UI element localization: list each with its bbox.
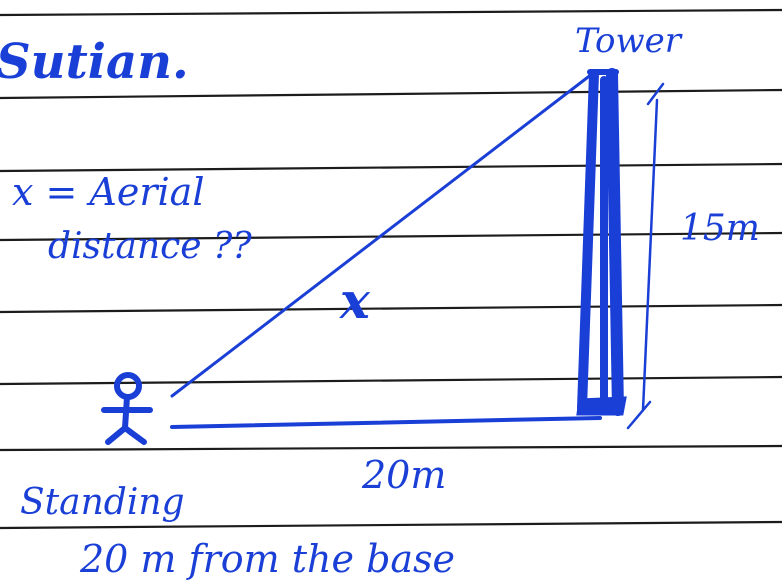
base-line xyxy=(170,416,602,429)
base-label: 20m xyxy=(361,453,446,497)
tower xyxy=(576,68,627,416)
height-dimension xyxy=(626,82,665,430)
tower-label: Tower xyxy=(575,21,683,61)
header-text: Sutian. xyxy=(0,34,189,90)
height-label: 15m xyxy=(680,208,760,249)
person-caption-line2: 20 m from the base xyxy=(79,537,455,581)
definition-line2: distance ?? xyxy=(48,226,252,267)
definition-line1: x = Aerial xyxy=(12,170,205,214)
hypotenuse-label: x xyxy=(339,271,371,330)
stick-figure-icon xyxy=(101,372,153,445)
person-caption-line1: Standing xyxy=(20,482,185,523)
hypotenuse-line xyxy=(170,72,594,398)
ruled-lines xyxy=(0,8,782,530)
